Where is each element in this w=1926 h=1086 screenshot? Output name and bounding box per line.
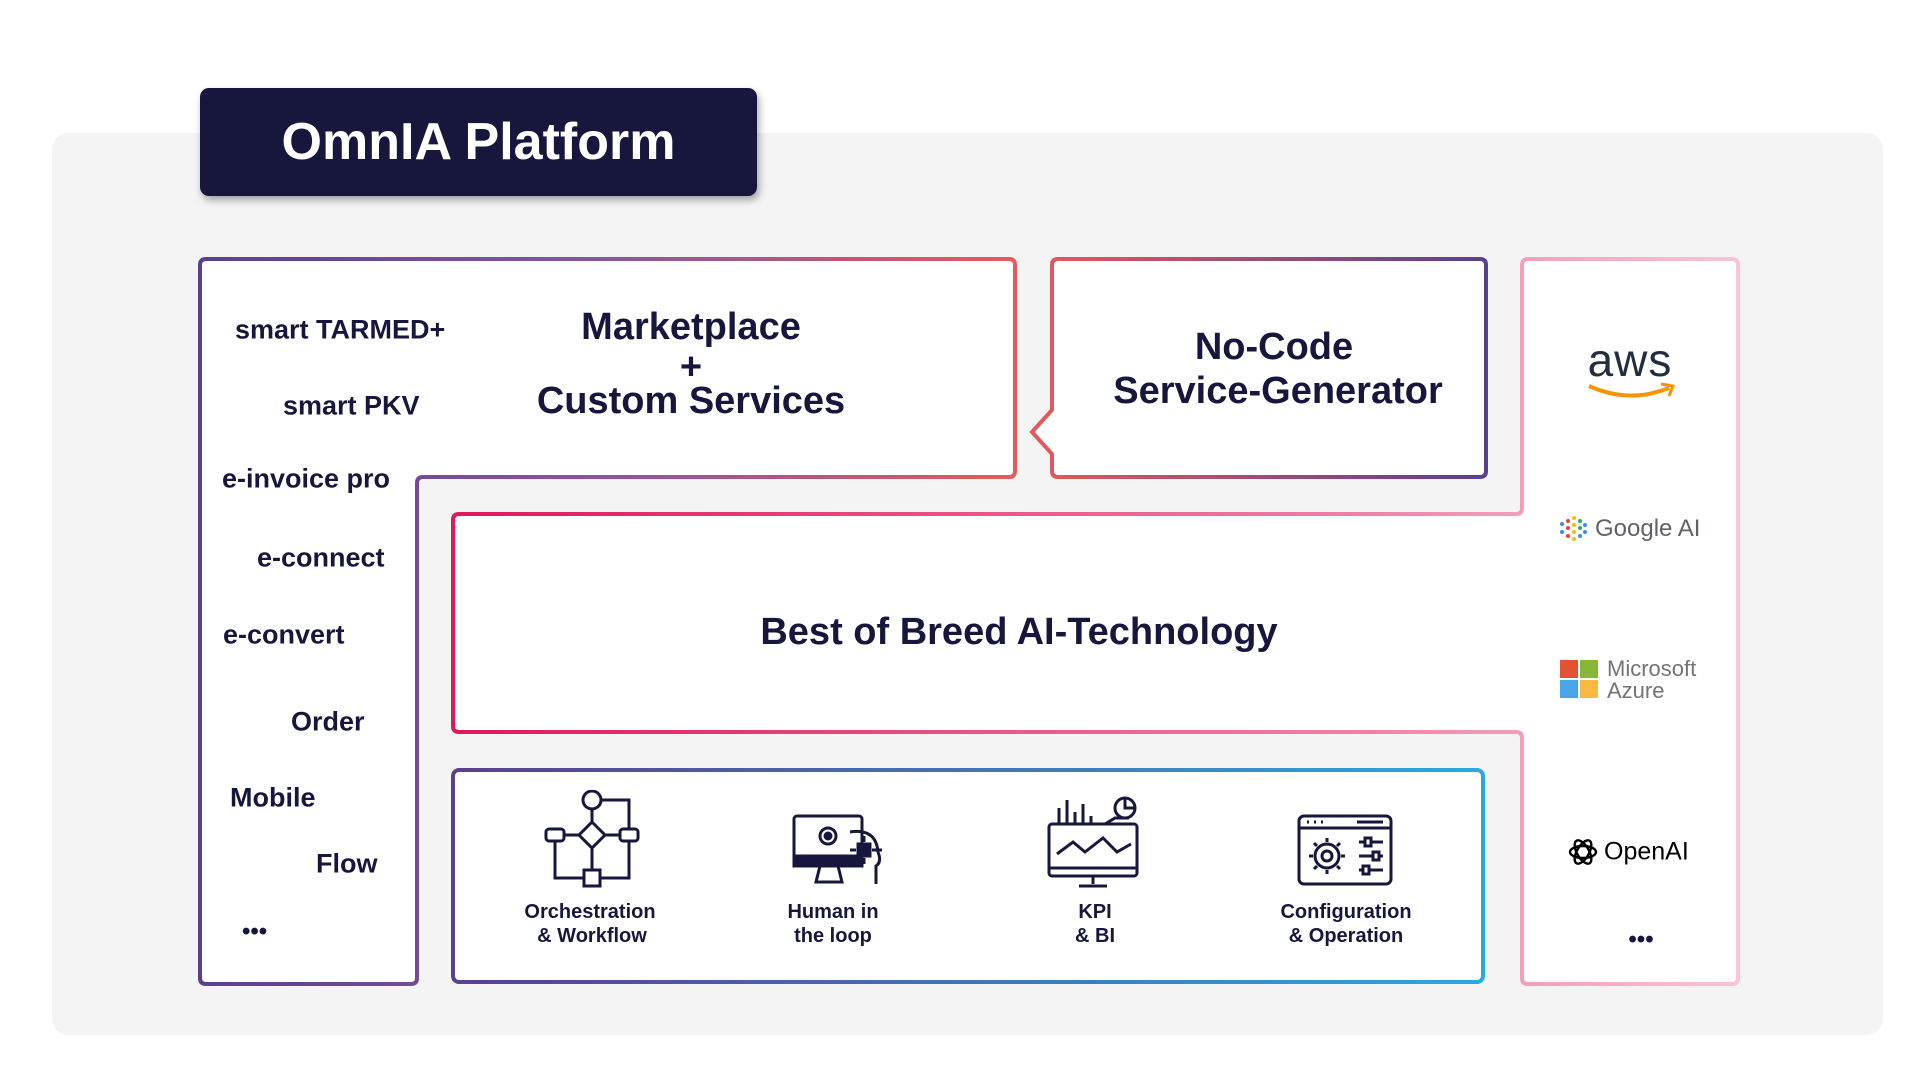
product-e-connect[interactable]: e-connect [257,542,385,573]
dashboard-chart-icon [1047,796,1139,888]
product-smart-pkv[interactable]: smart PKV [283,390,420,421]
product-order[interactable]: Order [291,706,365,737]
features-panel [451,768,1485,984]
ai-technology-heading: Best of Breed AI-Technology [760,611,1278,653]
product-smart-tarmed[interactable]: smart TARMED+ [235,314,446,345]
page-title: OmnIA Platform [200,88,757,196]
custom-services-heading: Custom Services [536,380,846,422]
nocode-heading: No-Code [1194,326,1354,368]
providers-more: ••• [1628,926,1654,953]
feature-human-loop-label-2: the loop [794,925,872,947]
human-computer-icon [792,814,882,884]
marketplace-heading: Marketplace [581,306,801,348]
product-flow[interactable]: Flow [316,848,378,879]
microsoft-logo-icon [1560,660,1598,698]
openai-logo-text: OpenAI [1604,837,1689,866]
feature-configuration-label-1: Configuration [1280,901,1412,923]
service-generator-heading: Service-Generator [1113,370,1443,412]
azure-logo-text-2: Azure [1607,678,1665,703]
workflow-icon [544,790,640,888]
product-e-invoice-pro[interactable]: e-invoice pro [222,463,391,494]
aws-smile-icon [1588,382,1676,398]
feature-human-loop-label-1: Human in [787,901,879,923]
nocode-panel [1029,257,1488,479]
product-e-convert[interactable]: e-convert [223,619,345,650]
ai-panel [451,257,1740,986]
feature-orchestration-label-1: Orchestration [524,901,656,923]
azure-logo-text-1: Microsoft [1607,656,1697,681]
feature-configuration-label-2: & Operation [1288,925,1404,947]
marketplace-plus: + [679,346,703,388]
google-ai-dots-icon [1560,516,1587,541]
feature-kpi-label-2: & BI [1075,925,1115,947]
settings-window-icon [1297,814,1393,886]
google-ai-logo-text: Google AI [1595,515,1701,542]
product-mobile[interactable]: Mobile [230,782,316,813]
feature-orchestration-label-2: & Workflow [537,925,647,947]
product-more: ••• [242,918,268,945]
feature-kpi-label-1: KPI [1078,901,1112,923]
products-panel [198,257,1017,986]
openai-logo-icon [1568,839,1598,865]
aws-logo: aws [1587,334,1673,386]
